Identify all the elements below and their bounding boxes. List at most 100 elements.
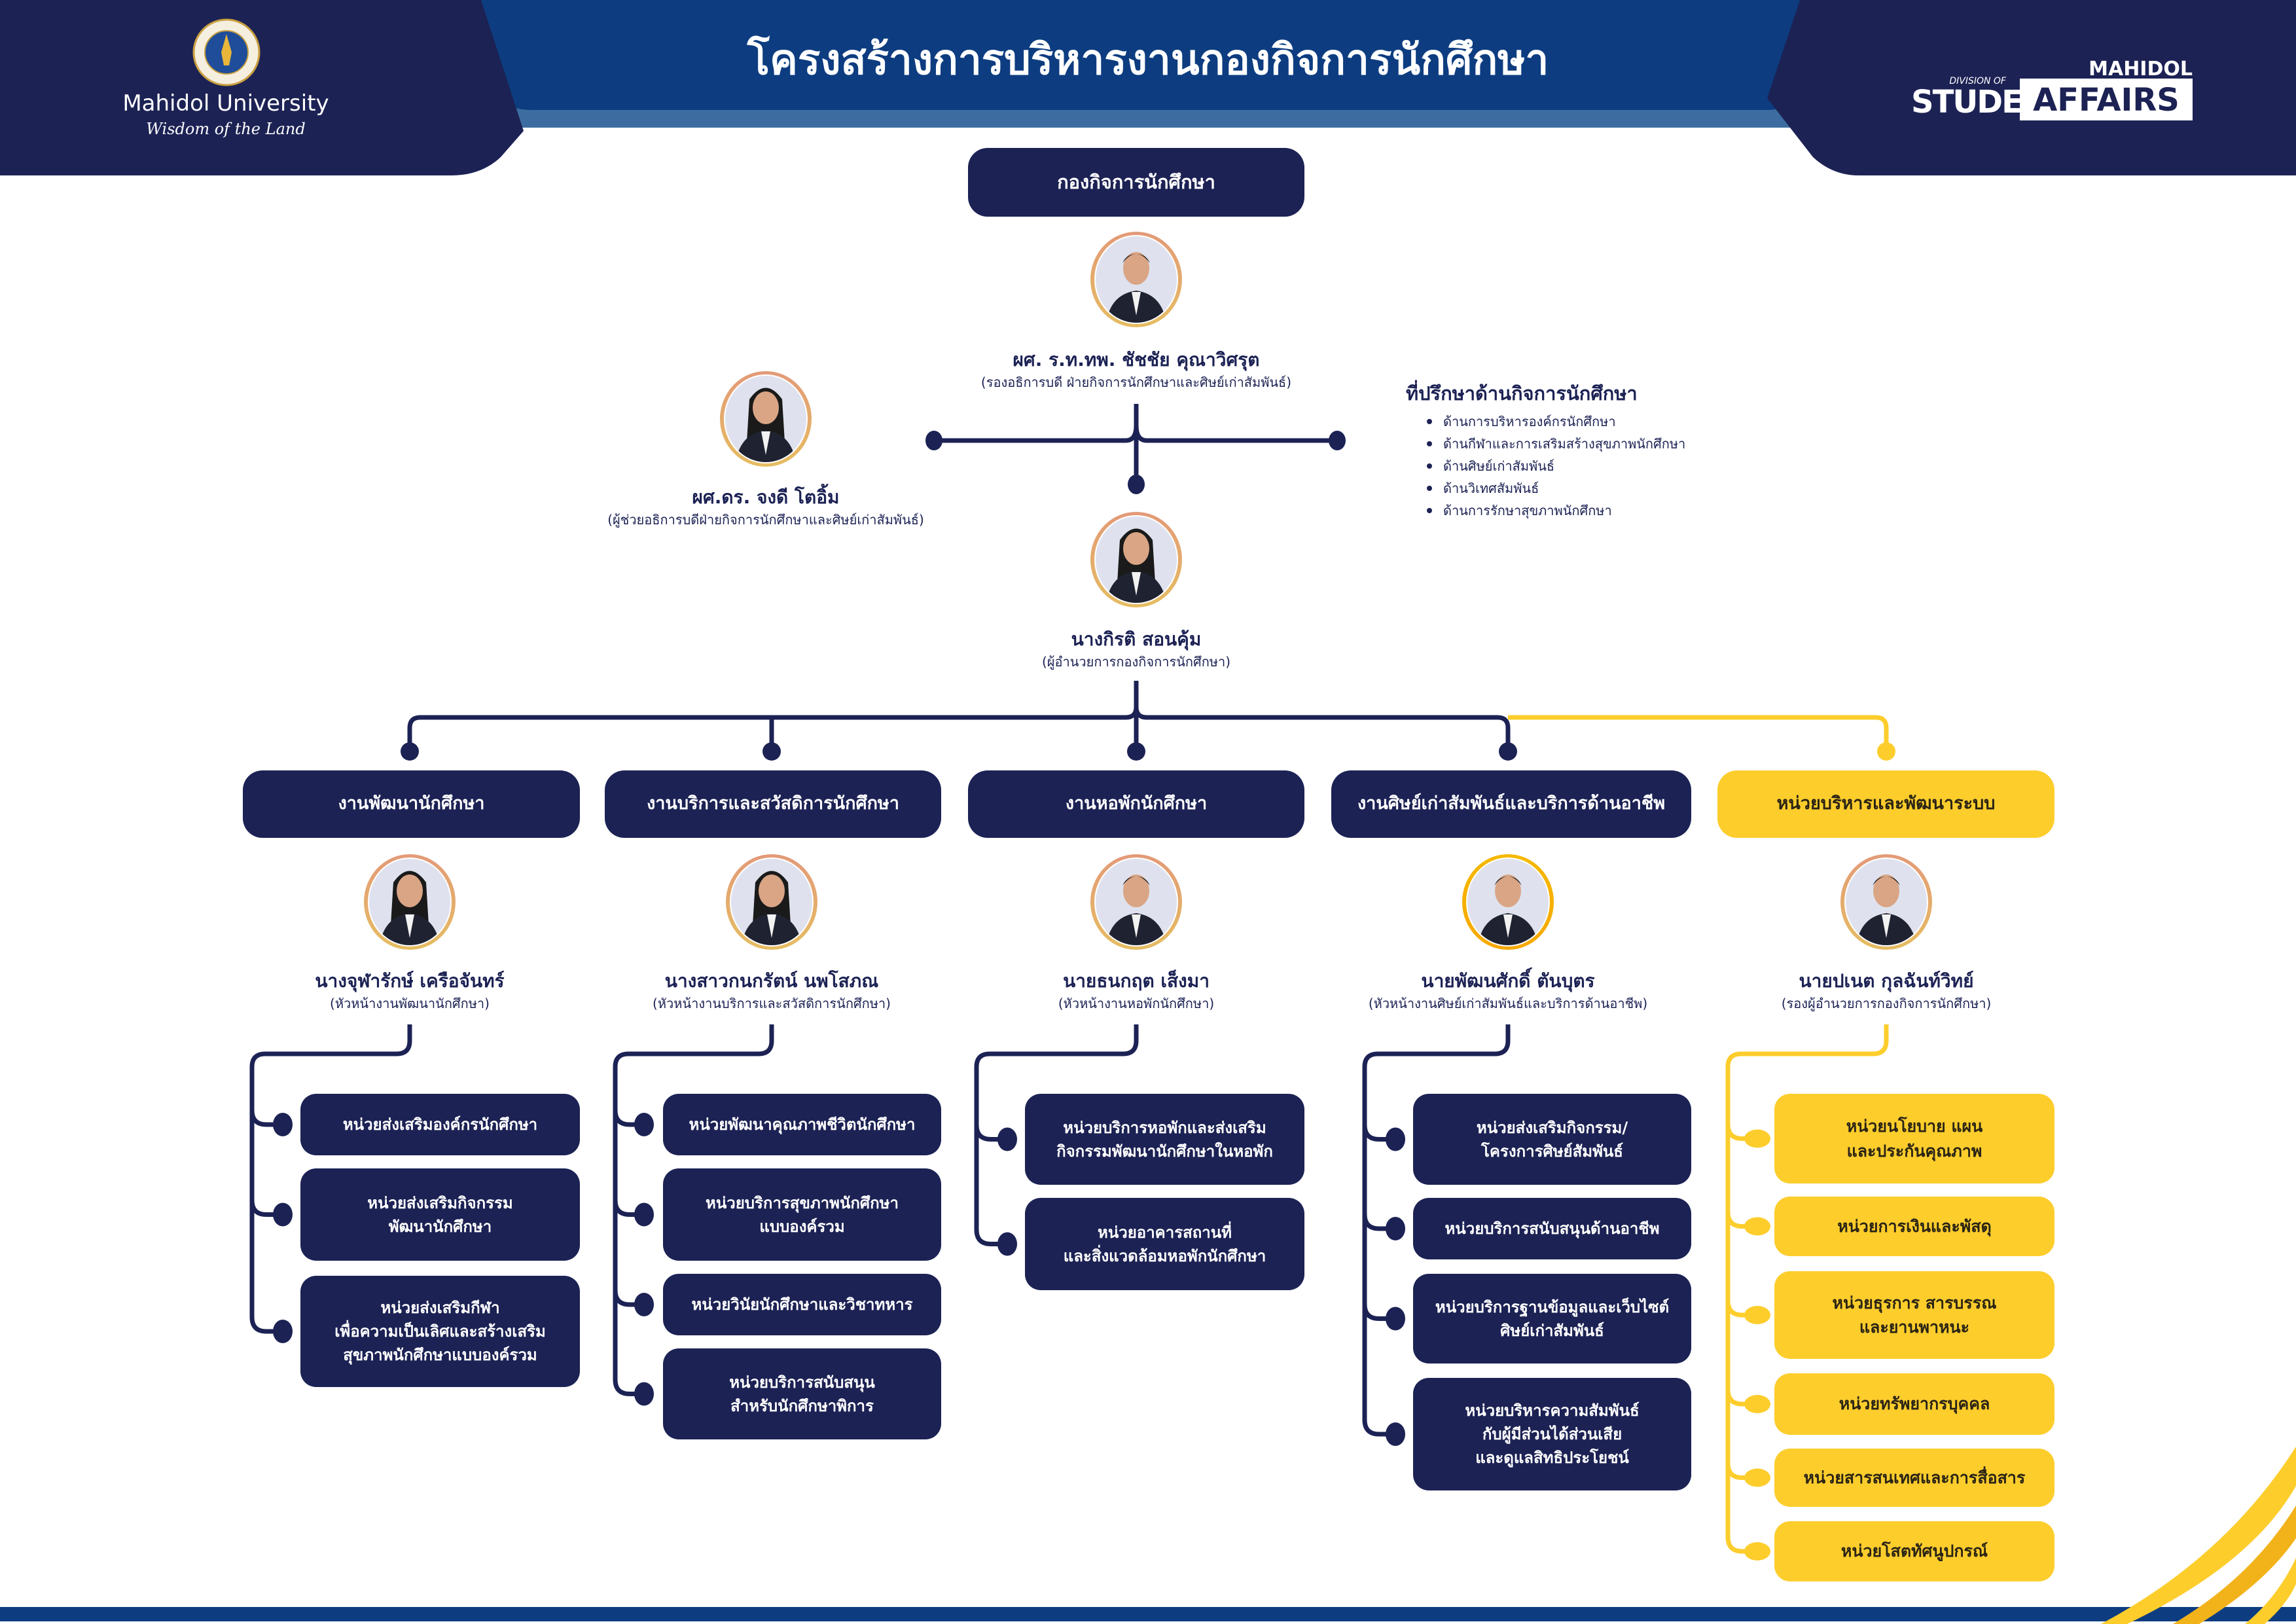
unit-box[interactable]: หน่วยบริหารความสัมพันธ์ กับผู้มีส่วนได้ส… — [1413, 1378, 1691, 1490]
connector-line — [613, 1024, 774, 1396]
connector-dot — [401, 742, 419, 761]
connector-line — [613, 1110, 644, 1127]
connector-line — [1725, 1212, 1757, 1229]
connector-line — [613, 1290, 644, 1307]
person-role: (หัวหน้างานหอพักนักศึกษา) — [1058, 996, 1215, 1011]
department-box[interactable]: หน่วยบริหารและพัฒนาระบบ — [1717, 770, 2054, 838]
department-box[interactable]: งานหอพักนักศึกษา — [968, 770, 1304, 838]
university-name: Mahidol University — [122, 90, 329, 117]
connector-dot — [273, 1113, 293, 1136]
unit-box[interactable]: หน่วยบริการสนับสนุนด้านอาชีพ — [1413, 1198, 1691, 1259]
unit-box[interactable]: หน่วยทรัพยากรบุคคล — [1774, 1373, 2054, 1435]
advisor-item: ด้านกีฬาและการเสริมสร้างสุขภาพนักศึกษา — [1443, 436, 1686, 452]
portrait-photo — [1462, 854, 1554, 950]
connector-dot — [1127, 742, 1145, 761]
department-box[interactable]: งานบริการและสวัสดิการนักศึกษา — [605, 770, 941, 838]
university-seal-icon — [192, 18, 260, 86]
advisors-title: ที่ปรึกษาด้านกิจการนักศึกษา — [1406, 382, 1638, 405]
person-role: (ผู้ช่วยอธิการบดีฝ่ายกิจการนักศึกษาและศิ… — [607, 512, 924, 528]
person-name: นางสาวกนกรัตน์ นพโสภณ — [664, 970, 879, 992]
advisor-item: ด้านศิษย์เก่าสัมพันธ์ — [1443, 458, 1555, 474]
connector-dot — [634, 1293, 654, 1316]
advisor-item: ด้านการรักษาสุขภาพนักศึกษา — [1443, 503, 1612, 518]
portrait-photo — [364, 854, 456, 950]
person-role: (รองอธิการบดี ฝ่ายกิจการนักศึกษาและศิษย์… — [980, 374, 1292, 390]
student-affairs-logo[interactable]: MAHIDOL DIVISION OF STUDENT AFFAIRS — [1911, 58, 2193, 123]
footer-decoration — [0, 1447, 2296, 1624]
person-role: (หัวหน้างานศิษย์เก่าสัมพันธ์และบริการด้า… — [1368, 996, 1648, 1011]
unit-box[interactable]: หน่วยบริการฐานข้อมูลและเว็บไซต์ ศิษย์เก่… — [1413, 1274, 1691, 1363]
connector-dot — [1744, 1217, 1770, 1236]
logo-mahidol-text: MAHIDOL — [2089, 58, 2193, 81]
connector-line — [934, 425, 1337, 443]
portrait-photo — [720, 371, 812, 467]
person-role: (หัวหน้างานพัฒนานักศึกษา) — [330, 996, 490, 1011]
connector-dot — [1744, 1395, 1770, 1413]
portrait-photo — [1090, 854, 1182, 950]
connector-line — [974, 1024, 1139, 1246]
connector-dot — [1744, 1129, 1770, 1148]
connector-line — [1725, 1300, 1757, 1318]
advisor-item: ด้านวิเทศสัมพันธ์ — [1443, 480, 1539, 496]
connector-line — [249, 1110, 283, 1127]
unit-box[interactable]: หน่วยนโยบาย แผน และประกันคุณภาพ — [1774, 1094, 2054, 1183]
connector-dot — [925, 431, 942, 450]
connector-line — [1725, 1389, 1757, 1407]
connector-dot — [997, 1232, 1017, 1256]
unit-box[interactable]: หน่วยบริการหอพักและส่งเสริม กิจกรรมพัฒนา… — [1025, 1094, 1304, 1185]
connector-dot — [634, 1113, 654, 1136]
unit-box[interactable]: หน่วยส่งเสริมกีฬา เพื่อความเป็นเลิศและสร… — [300, 1276, 580, 1387]
department-box[interactable]: งานพัฒนานักศึกษา — [243, 770, 580, 838]
unit-box[interactable]: หน่วยวินัยนักศึกษาและวิชาทหาร — [663, 1274, 941, 1335]
mahidol-logo[interactable]: Mahidol University Wisdom of the Land — [118, 18, 334, 149]
unit-box[interactable]: หน่วยธุรการ สารบรรณ และยานพาหนะ — [1774, 1271, 2054, 1359]
bullet-icon — [1427, 486, 1432, 491]
connector-dot — [1877, 742, 1895, 761]
connector-dot — [1744, 1306, 1770, 1324]
connector-line — [1362, 1304, 1395, 1321]
connector-dot — [1386, 1307, 1405, 1331]
university-tagline: Wisdom of the Land — [146, 120, 306, 138]
connector-dot — [1744, 1542, 1770, 1561]
connector-line — [1508, 715, 1889, 751]
connector-dot — [634, 1202, 654, 1227]
person-name: ผศ. ร.ท.ทพ. ชัชชัย คุณาวิศรุต — [1013, 349, 1260, 370]
connector-line — [1362, 1214, 1395, 1231]
portrait-photo — [726, 854, 817, 950]
unit-box[interactable]: หน่วยอาคารสถานที่ และสิ่งแวดล้อมหอพักนัก… — [1025, 1198, 1304, 1290]
connector-dot — [997, 1127, 1017, 1151]
bullet-icon — [1427, 441, 1432, 446]
person-name: นางจุฬารักษ์ เครือจันทร์ — [315, 970, 505, 992]
connector-line — [1725, 1124, 1757, 1141]
connector-line — [1362, 1024, 1511, 1437]
person-role: (หัวหน้างานบริการและสวัสดิการนักศึกษา) — [653, 996, 891, 1011]
unit-box[interactable]: หน่วยส่งเสริมกิจกรรม พัฒนานักศึกษา — [300, 1168, 580, 1261]
connector-line — [1725, 1463, 1757, 1480]
person-name: นายปเนต กุลฉันท์วิทย์ — [1799, 970, 1974, 992]
connector-dot — [1128, 475, 1145, 494]
department-box[interactable]: งานศิษย์เก่าสัมพันธ์และบริการด้านอาชีพ — [1331, 770, 1691, 838]
unit-box[interactable]: หน่วยส่งเสริมกิจกรรม/ โครงการศิษย์สัมพัน… — [1413, 1094, 1691, 1185]
connector-line — [613, 1200, 644, 1217]
connector-dot — [1386, 1217, 1405, 1240]
person-role: (รองผู้อำนวยการกองกิจการนักศึกษา) — [1781, 996, 1992, 1011]
unit-box[interactable]: หน่วยบริการสนับสนุน สำหรับนักศึกษาพิการ — [663, 1348, 941, 1439]
unit-box[interactable]: หน่วยพัฒนาคุณภาพชีวิตนักศึกษา — [663, 1094, 941, 1155]
unit-box-top[interactable]: กองกิจการนักศึกษา — [968, 148, 1304, 217]
header-title: โครงสร้างการบริหารงานกองกิจการนักศึกษา — [747, 36, 1549, 84]
bullet-icon — [1427, 463, 1432, 469]
unit-box[interactable]: หน่วยโสตทัศนูปกรณ์ — [1774, 1521, 2054, 1581]
bullet-icon — [1427, 419, 1432, 424]
person-role: (ผู้อำนวยการกองกิจการนักศึกษา) — [1041, 654, 1231, 670]
advisor-item: ด้านการบริหารองค์กรนักศึกษา — [1443, 414, 1616, 429]
unit-box[interactable]: หน่วยการเงินและพัสดุ — [1774, 1197, 2054, 1256]
connector-line — [249, 1024, 412, 1334]
connector-dot — [762, 742, 781, 761]
bullet-icon — [1427, 508, 1432, 513]
connector-line — [1362, 1125, 1395, 1142]
unit-box[interactable]: หน่วยส่งเสริมองค์กรนักศึกษา — [300, 1094, 580, 1155]
unit-box[interactable]: หน่วยสารสนเทศและการสื่อสาร — [1774, 1449, 2054, 1507]
connector-line — [249, 1200, 283, 1217]
unit-box[interactable]: หน่วยบริการสุขภาพนักศึกษา แบบองค์รวม — [663, 1168, 941, 1261]
